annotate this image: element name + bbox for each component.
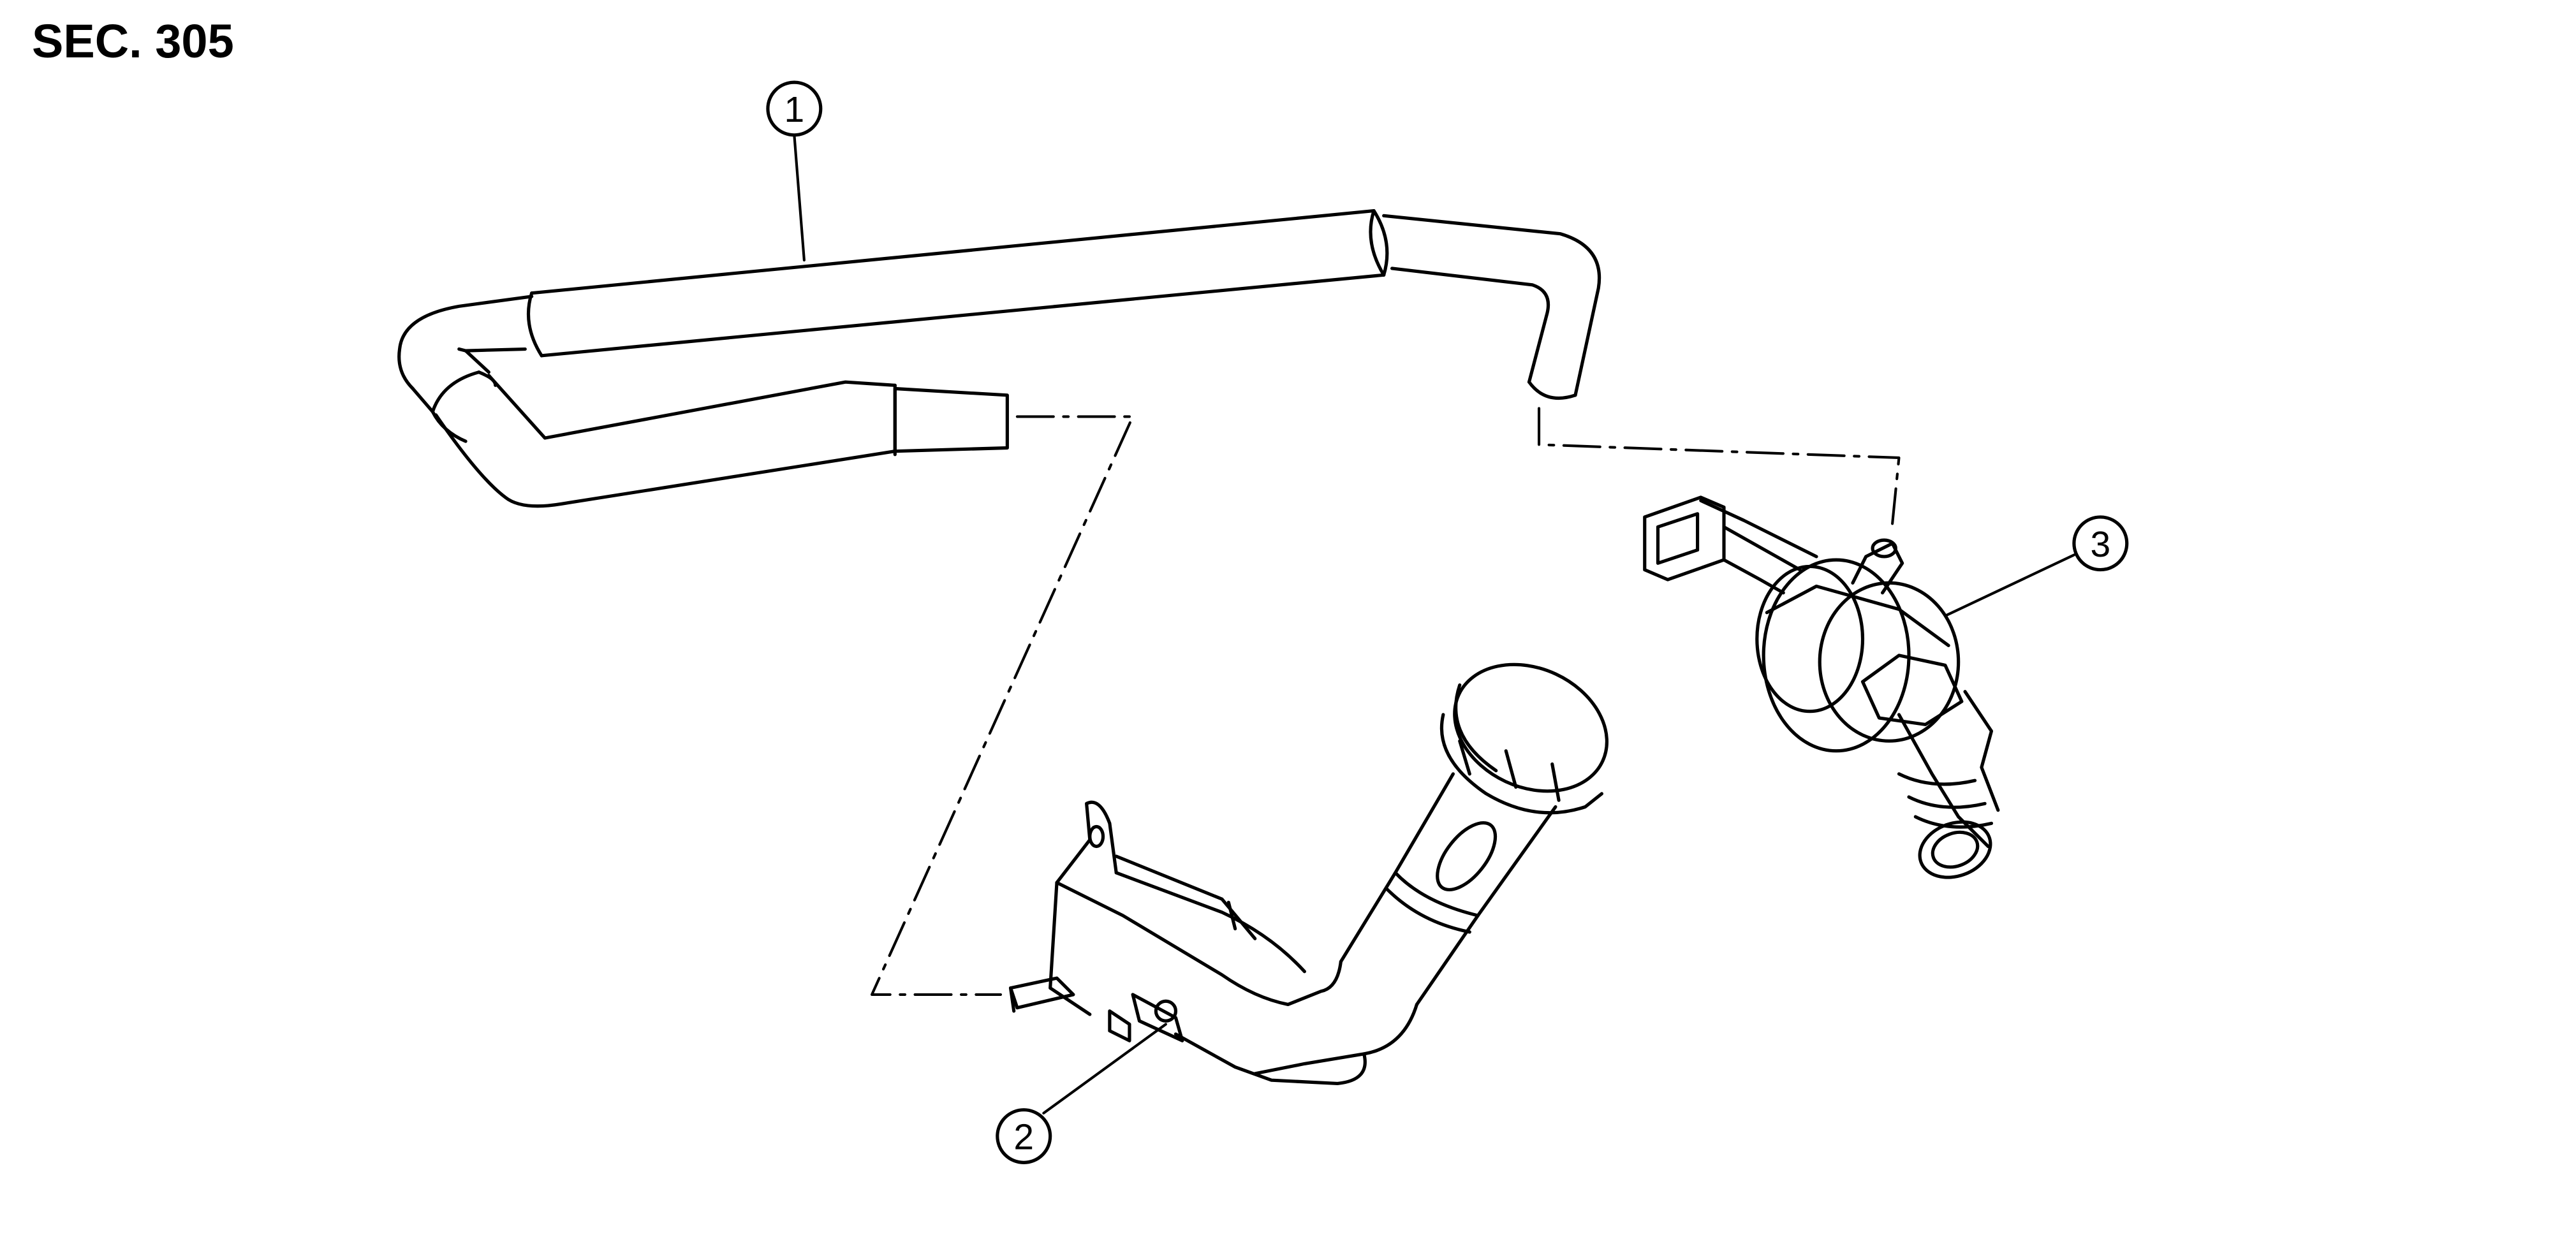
routing-lines [870, 407, 1901, 996]
leader-lines [793, 133, 2075, 1114]
filler-tube-part [1008, 662, 1609, 1085]
hose-part [397, 208, 1601, 508]
callout-2: 2 [996, 1108, 1052, 1164]
callout-3-number: 3 [2090, 525, 2110, 565]
callout-1-number: 1 [784, 90, 805, 130]
section-label: SEC. 305 [32, 15, 234, 68]
callout-1: 1 [766, 80, 823, 137]
callout-3: 3 [2072, 515, 2129, 572]
callout-2-number: 2 [1013, 1118, 1034, 1158]
valve-part [1643, 495, 2000, 879]
